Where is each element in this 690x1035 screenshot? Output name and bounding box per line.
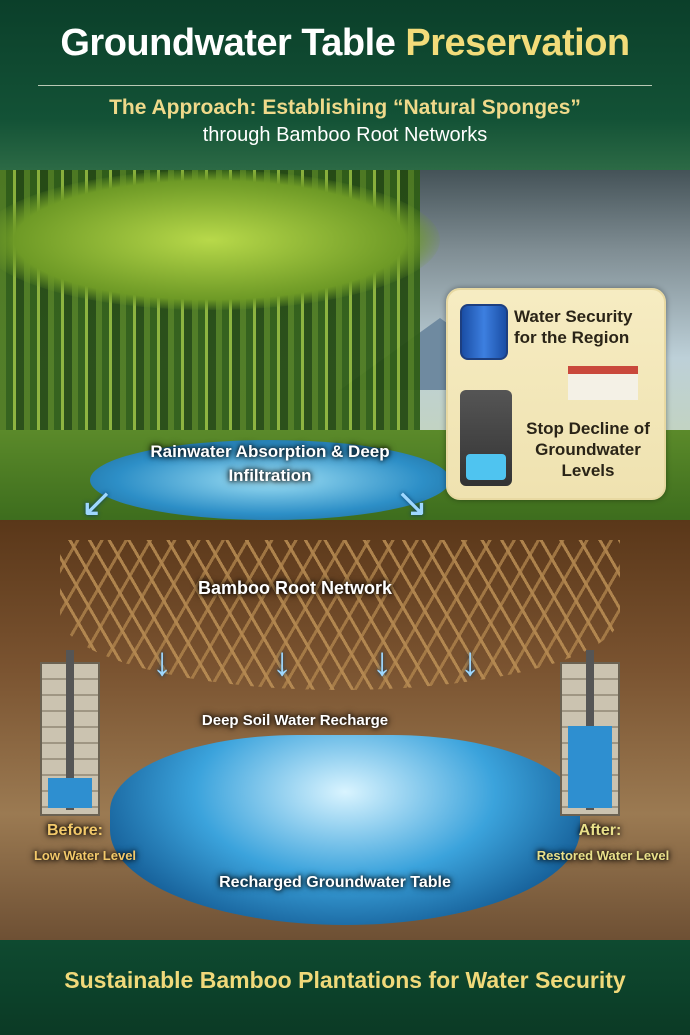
recharge-label: Deep Soil Water Recharge (201, 712, 389, 729)
title-main: Groundwater Table (60, 22, 396, 64)
water-tank-icon (460, 304, 508, 360)
aquifer-label: Recharged Groundwater Table (219, 874, 451, 891)
absorption-label: Rainwater Absorption & Deep Infiltration (150, 442, 390, 485)
water-level-before (48, 778, 92, 808)
groundwater-aquifer (110, 735, 580, 925)
infiltration-arrow-icon: ↓ (372, 640, 392, 684)
root-network-illustration (60, 540, 620, 690)
well-before (40, 650, 100, 816)
bamboo-canopy-illustration (0, 170, 440, 310)
well-after (560, 650, 620, 816)
before-title: Before: (46, 822, 103, 839)
well-pipe (66, 650, 74, 810)
benefit-stop-decline: Stop Decline of Groundwater Levels (526, 419, 650, 480)
benefit-water-security: Water Security for the Region (514, 307, 633, 347)
subtitle-line1: The Approach: Establishing “Natural Spon… (109, 96, 581, 119)
root-network-label: Bamboo Root Network (197, 578, 392, 598)
infiltration-arrow-icon: ↓ (152, 640, 172, 684)
subtitle-line2: through Bamboo Root Networks (202, 124, 488, 146)
water-level-after (568, 725, 612, 808)
before-subtitle: Low Water Level (33, 848, 137, 863)
infiltration-arrow-icon: ↓ (272, 640, 292, 684)
arrow-down-left-icon: ↙ (80, 481, 114, 525)
benefits-card: Water Security for the Region Stop Decli… (446, 288, 666, 500)
infiltration-arrow-icon: ↓ (460, 640, 480, 684)
arrow-down-right-icon: ↘ (395, 481, 429, 525)
surface-water-pool (90, 440, 450, 520)
divider (38, 85, 652, 86)
after-subtitle: Restored Water Level (536, 848, 670, 863)
title-highlight: Preservation (405, 22, 630, 64)
footer-banner (0, 940, 690, 1035)
well-icon (460, 390, 512, 486)
page-title: Groundwater Table Preservation (0, 22, 690, 65)
footer-text: Sustainable Bamboo Plantations for Water… (64, 967, 626, 993)
header: Groundwater Table Preservation The Appro… (0, 0, 690, 170)
after-title: After: (578, 822, 622, 839)
house-icon (568, 366, 638, 400)
